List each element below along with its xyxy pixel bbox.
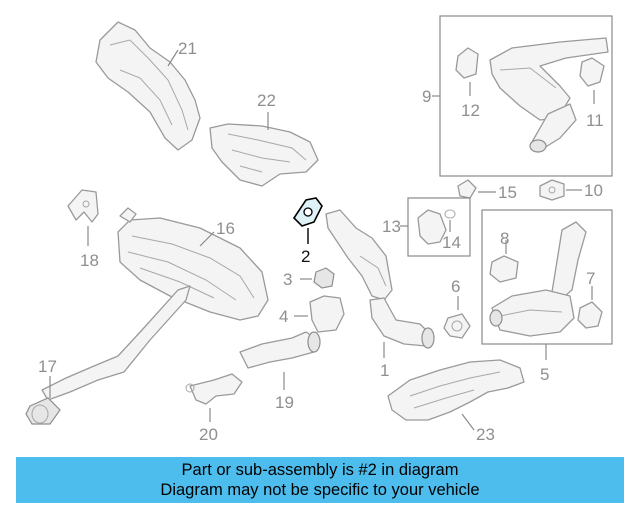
part-9-rear-muffler[interactable]: 9 [422, 15, 613, 177]
part-12-hanger[interactable]: 12 [455, 47, 480, 120]
part-21-heat-shield[interactable]: 21 [95, 21, 201, 151]
callout-9[interactable]: 9 [422, 87, 431, 106]
part-8-hanger[interactable]: 8 [489, 229, 519, 283]
banner-disclaimer: Diagram may not be specific to your vehi… [160, 481, 480, 499]
callout-15[interactable]: 15 [498, 183, 517, 202]
callout-7[interactable]: 7 [586, 269, 595, 288]
callout-22[interactable]: 22 [257, 91, 276, 110]
callout-3[interactable]: 3 [283, 270, 292, 289]
callout-20[interactable]: 20 [199, 425, 218, 444]
part-18-bracket[interactable]: 18 [67, 189, 99, 270]
part-23-heat-shield[interactable]: 23 [387, 359, 525, 444]
part-4-bracket[interactable]: 4 [279, 295, 345, 333]
part-11-hanger[interactable]: 11 [579, 57, 605, 130]
banner-part-notice: Part or sub-assembly is #2 in diagram [181, 461, 459, 479]
part-20-hose[interactable]: 20 [185, 373, 243, 444]
callout-1[interactable]: 1 [380, 361, 389, 380]
part-7-hanger[interactable]: 7 [577, 269, 603, 329]
callout-2[interactable]: 2 [301, 247, 310, 266]
callout-12[interactable]: 12 [461, 101, 480, 120]
callout-11[interactable]: 11 [586, 111, 604, 130]
callout-4[interactable]: 4 [279, 307, 288, 326]
part-19-pipe[interactable]: 19 [239, 331, 321, 412]
part-22-heat-shield[interactable]: 22 [209, 91, 319, 187]
part-5-center-muffler[interactable]: 5 [481, 209, 613, 384]
callout-13[interactable]: 13 [382, 217, 401, 236]
callout-8[interactable]: 8 [500, 229, 509, 248]
part-1-front-pipe[interactable]: 1 [325, 209, 435, 380]
callout-19[interactable]: 19 [275, 393, 294, 412]
part-14-gasket[interactable]: 14 [442, 209, 461, 252]
part-6-gasket[interactable]: 6 [443, 277, 471, 339]
callout-14[interactable]: 14 [442, 233, 461, 252]
part-15-gasket[interactable]: 15 [457, 179, 517, 202]
part-3-hanger[interactable]: 3 [283, 267, 335, 289]
callout-17[interactable]: 17 [38, 357, 57, 376]
callout-5[interactable]: 5 [540, 365, 549, 384]
callout-10[interactable]: 10 [584, 181, 603, 200]
callout-6[interactable]: 6 [451, 277, 460, 296]
part-10-gasket[interactable]: 10 [539, 179, 603, 201]
info-banner: Part or sub-assembly is #2 in diagram Di… [16, 457, 624, 503]
exhaust-parts-diagram: 21 22 16 17 18 2 [25, 15, 613, 444]
part-13-sensor[interactable]: 13 [382, 197, 471, 257]
part-16-muffler[interactable]: 16 [117, 207, 269, 321]
callout-18[interactable]: 18 [80, 251, 99, 270]
callout-23[interactable]: 23 [476, 425, 495, 444]
part-2-gasket[interactable]: 2 [292, 197, 323, 266]
callout-21[interactable]: 21 [178, 39, 197, 58]
part-17-pipe[interactable]: 17 [25, 285, 191, 425]
callout-16[interactable]: 16 [216, 219, 235, 238]
